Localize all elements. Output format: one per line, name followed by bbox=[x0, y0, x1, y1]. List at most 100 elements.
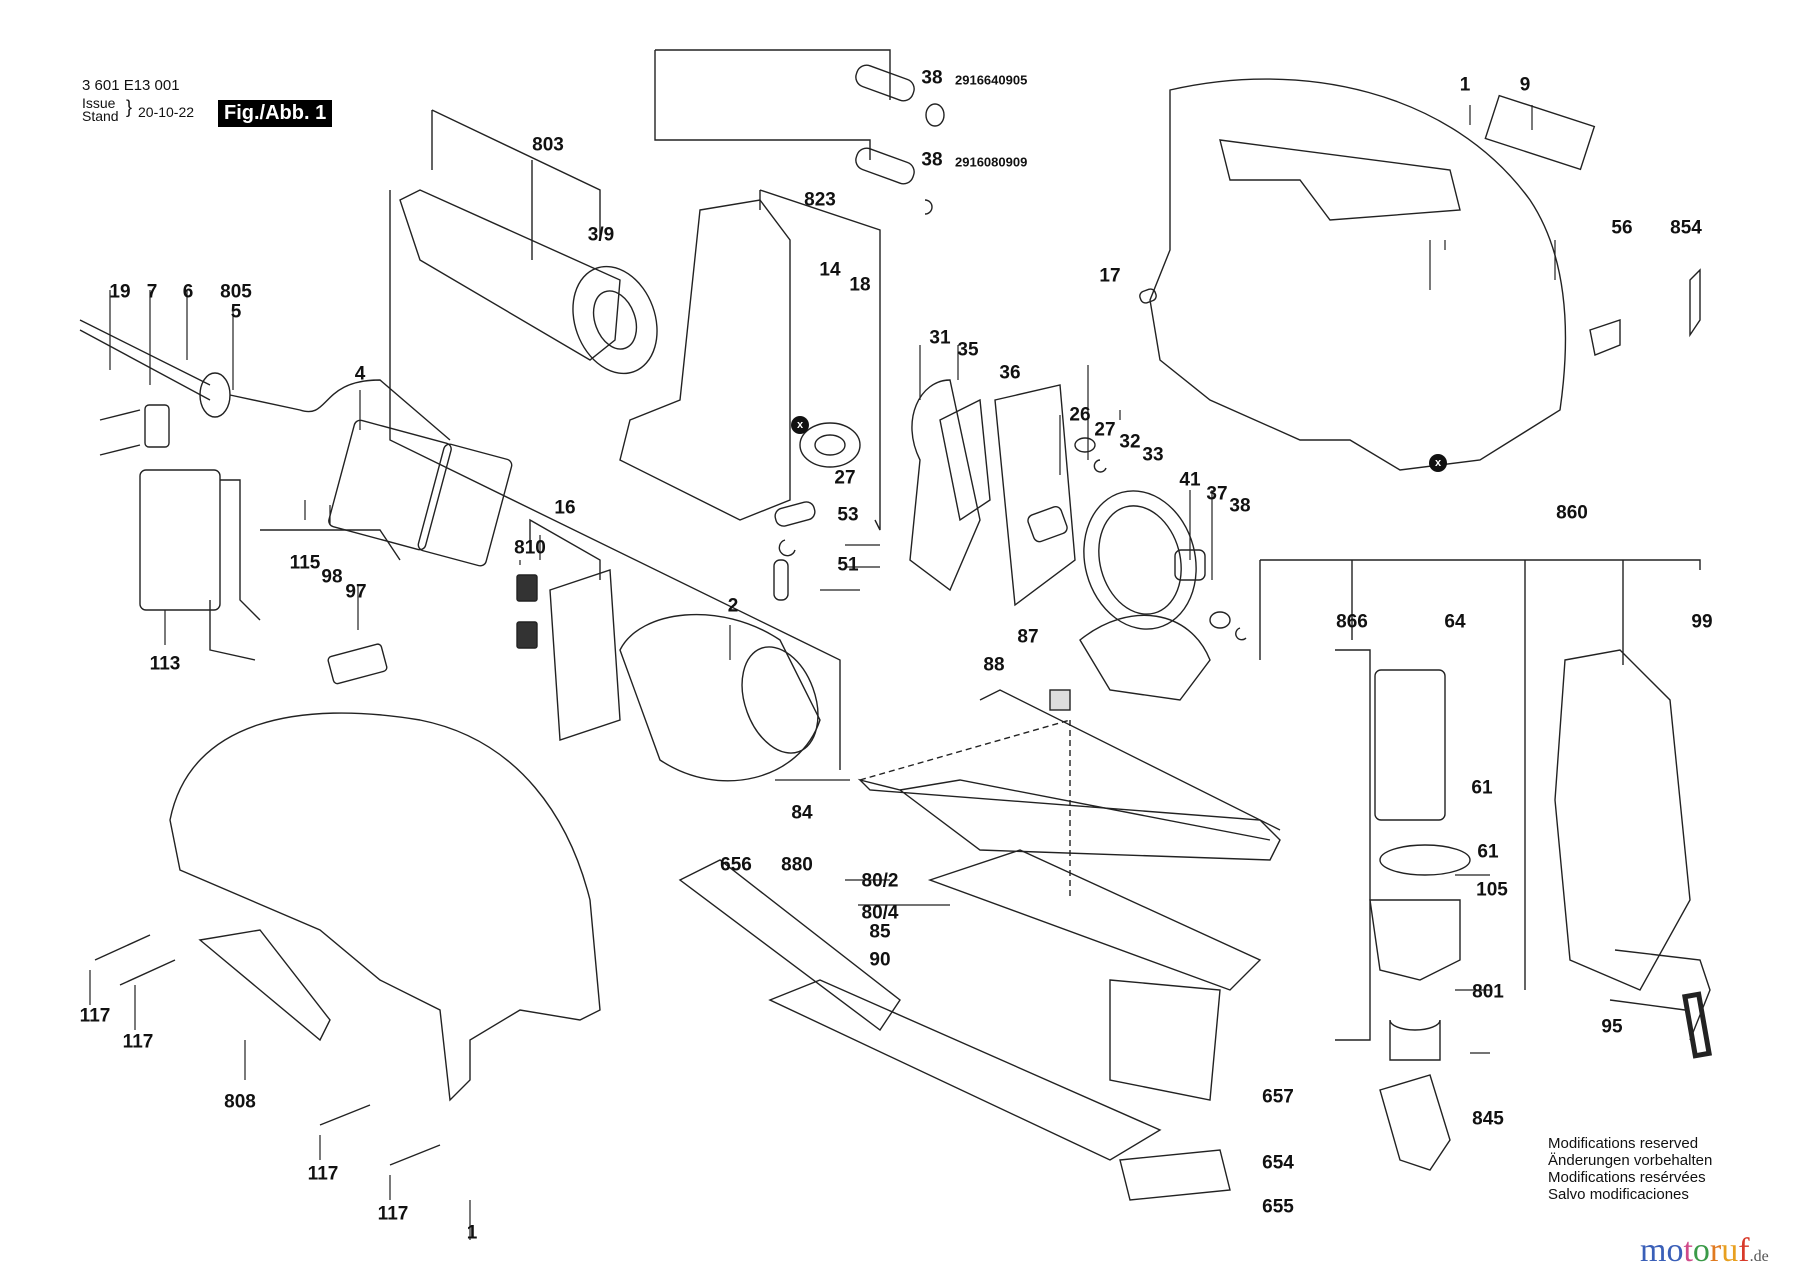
callout-866: 866 bbox=[1336, 611, 1368, 633]
callout-1-bottom: 1 bbox=[466, 1222, 478, 1244]
callout-32: 32 bbox=[1119, 431, 1141, 453]
callout-99: 99 bbox=[1691, 611, 1713, 633]
callout-860: 860 bbox=[1556, 502, 1588, 524]
callout-117-a: 117 bbox=[79, 1005, 111, 1027]
callout-1-top: 1 bbox=[1459, 74, 1471, 96]
stand-text: Stand bbox=[82, 108, 119, 124]
callout-16: 16 bbox=[554, 497, 576, 519]
callout-35: 35 bbox=[957, 339, 979, 361]
callout-36: 36 bbox=[999, 362, 1021, 384]
bearing-plate-823 bbox=[619, 189, 881, 601]
callout-808: 808 bbox=[224, 1091, 256, 1113]
callout-64: 64 bbox=[1444, 611, 1466, 633]
x-marker-icon: x bbox=[1429, 454, 1447, 472]
figure-label: Fig./Abb. 1 bbox=[218, 100, 333, 127]
armature-803 bbox=[389, 109, 841, 770]
callout-113: 113 bbox=[149, 653, 181, 675]
callout-654: 654 bbox=[1262, 1152, 1294, 1174]
brand-logo: motoruf.de bbox=[1640, 1232, 1769, 1270]
brand-letter: t bbox=[1683, 1232, 1693, 1269]
callout-7: 7 bbox=[146, 281, 158, 303]
issue-date: 20-10-22 bbox=[138, 104, 195, 120]
callout-56: 56 bbox=[1611, 217, 1633, 239]
brand-letter: o bbox=[1666, 1232, 1684, 1269]
brand-suffix: .de bbox=[1749, 1248, 1769, 1265]
callout-80-4: 80/4 bbox=[861, 902, 899, 924]
cord-and-switch bbox=[79, 319, 513, 685]
callout-84: 84 bbox=[791, 802, 813, 824]
callout-854: 854 bbox=[1670, 217, 1702, 239]
modifications-notice: Modifications reserved Änderungen vorbeh… bbox=[1548, 1135, 1712, 1203]
callout-810: 810 bbox=[514, 537, 546, 559]
callout-18: 18 bbox=[849, 274, 871, 296]
issue-label: Issue Stand bbox=[82, 96, 119, 124]
callout-51: 51 bbox=[837, 554, 859, 576]
callout-880: 880 bbox=[781, 854, 813, 876]
callout-88: 88 bbox=[983, 654, 1005, 676]
callout-655: 655 bbox=[1262, 1196, 1294, 1218]
callout-19: 19 bbox=[109, 281, 131, 303]
callout-38-a: 38 bbox=[921, 67, 943, 89]
callout-803: 803 bbox=[532, 134, 564, 156]
callout-5: 5 bbox=[230, 301, 242, 323]
callout-823: 823 bbox=[804, 189, 836, 211]
pin-parts bbox=[654, 49, 945, 215]
callout-95: 95 bbox=[1601, 1016, 1623, 1038]
document-number: 3 601 E13 001 bbox=[82, 77, 180, 94]
callout-61-b: 61 bbox=[1477, 841, 1499, 863]
callout-53: 53 bbox=[837, 504, 859, 526]
callout-6: 6 bbox=[182, 281, 194, 303]
callout-27-b: 27 bbox=[1094, 419, 1116, 441]
callout-801: 801 bbox=[1472, 981, 1504, 1003]
callout-33: 33 bbox=[1142, 444, 1164, 466]
modifications-de: Änderungen vorbehalten bbox=[1548, 1152, 1713, 1169]
callout-3-9: 3/9 bbox=[587, 224, 615, 246]
leader-lines bbox=[89, 105, 1556, 1240]
x-marker-icon: x bbox=[791, 416, 809, 434]
callout-98: 98 bbox=[321, 566, 343, 588]
brand-letter: m bbox=[1640, 1232, 1667, 1269]
modifications-es: Salvo modificaciones bbox=[1548, 1186, 1689, 1203]
callout-38-b: 38 bbox=[921, 149, 943, 171]
housing-half-bottom bbox=[94, 712, 601, 1166]
callout-657: 657 bbox=[1262, 1086, 1294, 1108]
callout-105: 105 bbox=[1476, 879, 1508, 901]
callout-14: 14 bbox=[819, 259, 841, 281]
callout-115: 115 bbox=[289, 552, 321, 574]
callout-656: 656 bbox=[720, 854, 752, 876]
base-plate-and-shoe bbox=[678, 689, 1281, 1201]
callout-17: 17 bbox=[1099, 265, 1121, 287]
callout-27-a: 27 bbox=[834, 467, 856, 489]
part-number-38-b: 2916080909 bbox=[955, 154, 1028, 170]
callout-90: 90 bbox=[869, 949, 891, 971]
callout-37: 37 bbox=[1206, 483, 1228, 505]
brand-letter: f bbox=[1738, 1232, 1750, 1269]
callout-805: 805 bbox=[220, 281, 252, 303]
callout-41: 41 bbox=[1179, 469, 1201, 491]
screws-117 bbox=[94, 934, 441, 1166]
callout-87: 87 bbox=[1017, 626, 1039, 648]
brace: } bbox=[126, 97, 133, 117]
brand-letter: o bbox=[1692, 1232, 1710, 1269]
callout-31: 31 bbox=[929, 327, 951, 349]
callout-85: 85 bbox=[869, 921, 891, 943]
callout-97: 97 bbox=[345, 581, 367, 603]
callout-61-a: 61 bbox=[1471, 777, 1493, 799]
part-number-38-a: 2916640905 bbox=[955, 72, 1028, 88]
callout-80-2: 80/2 bbox=[861, 870, 899, 892]
field-and-brush-holder bbox=[516, 518, 821, 782]
brand-letter: r bbox=[1709, 1232, 1722, 1269]
housing-half-top bbox=[1139, 78, 1701, 471]
brand-letter: u bbox=[1721, 1232, 1739, 1269]
callout-26: 26 bbox=[1069, 404, 1091, 426]
gear-train bbox=[909, 379, 1247, 701]
callout-117-d: 117 bbox=[377, 1203, 409, 1225]
modifications-fr: Modifications resérvées bbox=[1548, 1169, 1706, 1186]
callout-4: 4 bbox=[354, 363, 366, 385]
callout-38-c: 38 bbox=[1229, 495, 1251, 517]
blade-guide-assembly-860 bbox=[1259, 559, 1712, 1171]
callout-9: 9 bbox=[1519, 74, 1531, 96]
callout-2: 2 bbox=[727, 595, 739, 617]
callout-117-b: 117 bbox=[122, 1031, 154, 1053]
